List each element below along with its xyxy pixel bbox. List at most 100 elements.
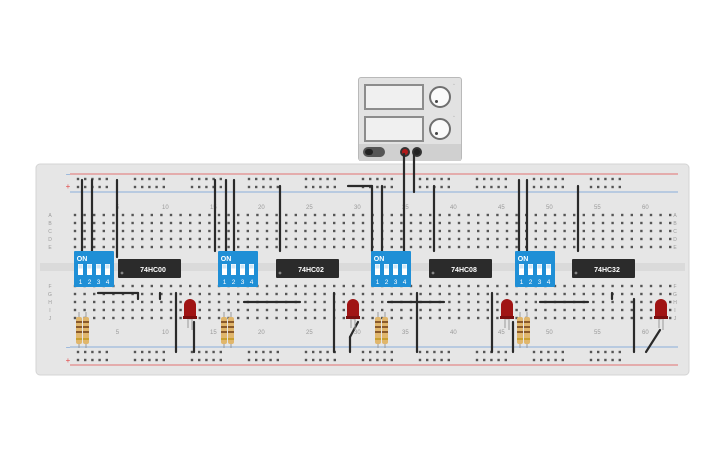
breadboard-hole[interactable] xyxy=(150,300,153,304)
rail-hole[interactable] xyxy=(326,185,329,189)
breadboard-hole[interactable] xyxy=(150,221,153,225)
breadboard-hole[interactable] xyxy=(333,245,336,249)
power-switch[interactable] xyxy=(363,147,385,157)
breadboard-hole[interactable] xyxy=(352,292,355,296)
rail-hole[interactable] xyxy=(490,185,493,189)
breadboard-hole[interactable] xyxy=(131,284,134,288)
breadboard-hole[interactable] xyxy=(217,213,221,217)
rail-hole[interactable] xyxy=(333,358,336,362)
breadboard-hole[interactable] xyxy=(141,284,144,288)
breadboard-hole[interactable] xyxy=(573,237,576,241)
rail-hole[interactable] xyxy=(418,185,422,189)
breadboard-hole[interactable] xyxy=(419,308,422,312)
breadboard-hole[interactable] xyxy=(486,221,489,225)
breadboard-hole[interactable] xyxy=(237,245,240,249)
breadboard-hole[interactable] xyxy=(352,229,355,233)
breadboard-hole[interactable] xyxy=(390,316,393,320)
breadboard-hole[interactable] xyxy=(592,221,595,225)
breadboard-hole[interactable] xyxy=(429,213,432,217)
breadboard-hole[interactable] xyxy=(505,292,509,296)
breadboard-hole[interactable] xyxy=(640,316,643,320)
rail-hole[interactable] xyxy=(497,350,500,354)
breadboard-hole[interactable] xyxy=(467,237,470,241)
breadboard-hole[interactable] xyxy=(400,213,403,217)
dip-switch-toggle[interactable] xyxy=(105,264,110,275)
rail-hole[interactable] xyxy=(604,350,607,354)
breadboard-hole[interactable] xyxy=(592,245,595,249)
breadboard-hole[interactable] xyxy=(237,316,240,320)
breadboard-hole[interactable] xyxy=(313,237,317,241)
breadboard-hole[interactable] xyxy=(333,229,336,233)
breadboard-hole[interactable] xyxy=(438,284,441,288)
breadboard-hole[interactable] xyxy=(409,213,413,217)
breadboard-hole[interactable] xyxy=(448,300,451,304)
breadboard-hole[interactable] xyxy=(409,245,413,249)
breadboard-hole[interactable] xyxy=(467,221,470,225)
rail-hole[interactable] xyxy=(447,177,450,181)
breadboard-hole[interactable] xyxy=(160,292,163,296)
breadboard-hole[interactable] xyxy=(275,221,278,225)
breadboard-hole[interactable] xyxy=(467,316,470,320)
breadboard-hole[interactable] xyxy=(265,316,269,320)
rail-hole[interactable] xyxy=(91,350,94,354)
breadboard-hole[interactable] xyxy=(544,221,547,225)
breadboard-hole[interactable] xyxy=(131,221,134,225)
rail-hole[interactable] xyxy=(447,185,450,189)
breadboard-hole[interactable] xyxy=(611,229,614,233)
breadboard-hole[interactable] xyxy=(553,221,557,225)
rail-hole[interactable] xyxy=(597,185,600,189)
breadboard-hole[interactable] xyxy=(640,300,643,304)
breadboard-hole[interactable] xyxy=(448,308,451,312)
rail-hole[interactable] xyxy=(554,177,557,181)
breadboard-hole[interactable] xyxy=(611,284,614,288)
rail-hole[interactable] xyxy=(426,185,429,189)
breadboard-hole[interactable] xyxy=(160,221,163,225)
breadboard-hole[interactable] xyxy=(227,229,230,233)
breadboard-hole[interactable] xyxy=(294,237,297,241)
breadboard-hole[interactable] xyxy=(208,292,211,296)
breadboard-hole[interactable] xyxy=(73,316,77,320)
breadboard-hole[interactable] xyxy=(304,245,307,249)
breadboard-hole[interactable] xyxy=(457,284,461,288)
breadboard-hole[interactable] xyxy=(227,308,230,312)
dip-switch-toggle[interactable] xyxy=(546,264,551,275)
rail-hole[interactable] xyxy=(276,350,279,354)
breadboard-hole[interactable] xyxy=(141,245,144,249)
rail-hole[interactable] xyxy=(162,177,165,181)
breadboard-hole[interactable] xyxy=(352,237,355,241)
breadboard-hole[interactable] xyxy=(294,221,297,225)
breadboard-hole[interactable] xyxy=(544,229,547,233)
rail-hole[interactable] xyxy=(483,350,486,354)
rail-hole[interactable] xyxy=(532,185,536,189)
breadboard-hole[interactable] xyxy=(179,213,182,217)
rail-hole[interactable] xyxy=(76,358,80,362)
breadboard-hole[interactable] xyxy=(429,229,432,233)
breadboard-hole[interactable] xyxy=(477,229,480,233)
breadboard-hole[interactable] xyxy=(669,229,672,233)
breadboard-hole[interactable] xyxy=(160,316,163,320)
breadboard-hole[interactable] xyxy=(198,300,201,304)
breadboard-hole[interactable] xyxy=(131,316,134,320)
breadboard-hole[interactable] xyxy=(563,245,566,249)
rail-hole[interactable] xyxy=(84,350,87,354)
rail-hole[interactable] xyxy=(475,358,479,362)
rail-hole[interactable] xyxy=(212,185,215,189)
breadboard-hole[interactable] xyxy=(669,237,672,241)
breadboard-hole[interactable] xyxy=(285,284,288,288)
rail-hole[interactable] xyxy=(426,358,429,362)
rail-hole[interactable] xyxy=(326,350,329,354)
rail-hole[interactable] xyxy=(269,350,272,354)
breadboard-hole[interactable] xyxy=(179,229,182,233)
breadboard-hole[interactable] xyxy=(486,284,489,288)
rail-hole[interactable] xyxy=(483,185,486,189)
dip-switch-toggle[interactable] xyxy=(78,264,83,275)
breadboard-hole[interactable] xyxy=(169,245,173,249)
breadboard-hole[interactable] xyxy=(179,316,182,320)
breadboard-hole[interactable] xyxy=(179,300,182,304)
dip-switch-toggle[interactable] xyxy=(402,264,407,275)
rail-hole[interactable] xyxy=(504,177,507,181)
breadboard-hole[interactable] xyxy=(563,213,566,217)
breadboard-hole[interactable] xyxy=(237,221,240,225)
breadboard-hole[interactable] xyxy=(429,284,432,288)
breadboard-hole[interactable] xyxy=(477,300,480,304)
